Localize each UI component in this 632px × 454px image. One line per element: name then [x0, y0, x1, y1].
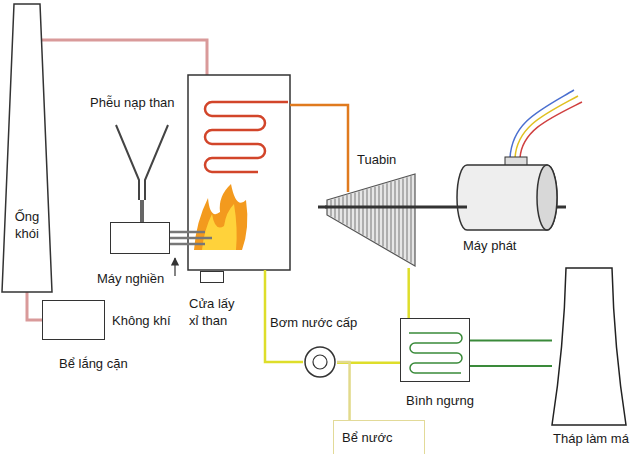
turbine-fin [339, 197, 340, 221]
node-label: Tuabin [357, 152, 396, 169]
turbine-fin [347, 195, 348, 226]
pipe-connector [27, 292, 42, 320]
node-label: Bơm nước cấp [270, 315, 357, 332]
chimney: Ống khói [2, 4, 52, 292]
turbine-shape [325, 172, 418, 268]
coal-hopper: Phễu nạp than [112, 125, 172, 200]
node-label: Tháp làm má [553, 431, 629, 448]
cooling-tower: Tháp làm má [552, 268, 626, 425]
turbine-fin [371, 188, 372, 240]
boiler-coil [205, 102, 288, 172]
hopper-outline [116, 125, 168, 200]
turbine-outline [327, 174, 415, 266]
turbine-fin [383, 184, 384, 246]
condenser: Bình ngưng [400, 318, 470, 382]
node-label: Bình ngưng [406, 393, 474, 410]
node-label: Phễu nạp than [90, 95, 175, 112]
flame [194, 184, 247, 250]
turbine-fin [399, 180, 400, 256]
turbine-fin [355, 193, 356, 231]
pump-rotor [313, 355, 327, 369]
turbine-fin [411, 176, 412, 263]
pipe-connector [140, 200, 144, 222]
feed-pump: Bơm nước cấp [303, 345, 337, 379]
feed-pump-shape [303, 345, 337, 379]
shaft [455, 206, 467, 209]
turbine: Tuabin [325, 172, 418, 268]
pump-casing [305, 347, 335, 377]
turbine-fin [343, 196, 344, 223]
generator-body [457, 165, 557, 230]
turbine-fin [351, 194, 352, 228]
pipe-connector [470, 365, 552, 367]
turbine-fin [363, 190, 364, 235]
water-tank: Bể nước [333, 420, 425, 454]
node-label: Bể lắng cặn [59, 356, 128, 373]
turbine-fin [407, 177, 408, 260]
air-arrow [174, 258, 175, 276]
cooling-tower-shape [552, 268, 626, 425]
pipe-connector [418, 206, 455, 209]
condenser-shape [401, 319, 471, 383]
node-label: Máy nghiền [97, 271, 164, 288]
shaft [556, 206, 566, 209]
turbine-fin [359, 192, 360, 233]
turbine-fin [367, 189, 368, 237]
generator: Máy phát [455, 155, 560, 232]
flue-pipe [40, 40, 207, 75]
generator-shape [455, 155, 560, 232]
coal-mill: Máy nghiền [110, 222, 170, 254]
chimney-outline [2, 4, 52, 292]
turbine-fin [387, 183, 388, 249]
node-label: Ống khói [5, 209, 49, 243]
steam-pipe [290, 105, 348, 192]
boiler-housing [188, 75, 290, 270]
callout-label: Không khí [112, 313, 171, 330]
shaft [325, 206, 418, 209]
flame [202, 204, 237, 250]
turbine-fin [403, 179, 404, 259]
output-wire [515, 96, 578, 158]
turbine-fin [335, 199, 336, 219]
pipe-connector [337, 362, 350, 420]
output-wire [520, 102, 582, 158]
turbine-fin [391, 182, 392, 251]
generator-end [537, 165, 557, 230]
pipe-connector [407, 268, 410, 318]
chimney-shape [2, 4, 52, 292]
coal-hopper-shape [112, 125, 172, 200]
burner-pipe [170, 232, 212, 244]
node-label: Máy phát [463, 238, 516, 255]
slag-outlet: Cửa lấy xỉ than [200, 271, 224, 283]
pipe-connector [470, 339, 552, 341]
turbine-fin [379, 186, 380, 244]
condenser-coil [409, 333, 462, 373]
turbine-fin [375, 187, 376, 242]
node-label: Bể nước [342, 430, 392, 447]
settling-tank: Bể lắng cặn [42, 300, 105, 340]
tower-outline [552, 268, 626, 425]
node-label: Cửa lấy xỉ than [189, 296, 247, 330]
turbine-fin [395, 181, 396, 254]
